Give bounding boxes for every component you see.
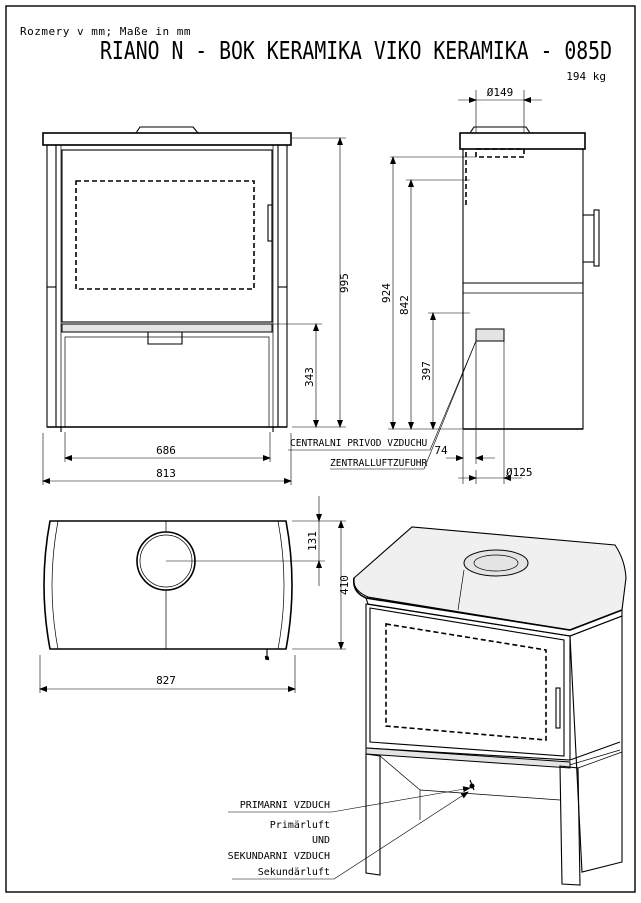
secondary-air-label-de: Sekundärluft — [258, 867, 330, 878]
dim-offset-74: 74 — [434, 444, 448, 457]
iso-door — [369, 607, 565, 757]
front-door — [61, 149, 273, 323]
primary-air-label-cz: PRIMARNI VZDUCH — [240, 800, 330, 811]
dim-height-924: 924 — [380, 283, 393, 303]
front-body — [46, 144, 288, 428]
iso-flue-top — [463, 549, 529, 577]
iso-ashtray — [365, 747, 571, 769]
top-view: 131 410 827 — [39, 496, 351, 693]
central-air-label-cz: CENTRALNI PRIVOD VZDUCHU — [290, 438, 428, 449]
top-outline — [43, 520, 293, 650]
front-top-plate — [42, 132, 292, 146]
front-air-lever — [147, 332, 183, 345]
front-ashtray — [61, 323, 273, 333]
iso-top-slab — [353, 526, 627, 631]
iso-handle — [555, 687, 561, 729]
primary-air-label-de: Primärluft — [270, 820, 330, 831]
units-note: Rozmery v mm; Maße in mm — [20, 25, 191, 38]
dim-width-827: 827 — [156, 674, 176, 687]
and-label: UND — [312, 835, 330, 846]
front-handle — [267, 204, 273, 242]
sheet-border — [5, 5, 636, 893]
secondary-air-label-cz: SEKUNDARNI VZDUCH — [228, 851, 330, 862]
dim-height-995: 995 — [338, 273, 351, 293]
side-body — [462, 148, 584, 430]
side-air-inlet — [475, 328, 505, 342]
isometric-view: PRIMARNI VZDUCH Primärluft UND SEKUNDARN… — [228, 526, 627, 886]
dim-depth-410: 410 — [338, 575, 351, 595]
drawing-title: RIANO N - BOK KERAMIKA VIKO KERAMIKA - 0… — [100, 36, 612, 65]
front-flue-collar — [135, 126, 199, 134]
side-view: Ø149 924 842 397 CENTRALNI PRIVOD VZDUCH… — [288, 86, 600, 484]
stove-weight: 194 kg — [566, 70, 606, 83]
iso-left-leg — [365, 753, 381, 876]
central-air-label-de: ZENTRALLUFTZUFUHR — [330, 458, 428, 469]
dim-width-686: 686 — [156, 444, 176, 457]
iso-right-leg — [559, 765, 581, 886]
front-view: 995 343 686 813 — [42, 126, 351, 485]
dim-width-813: 813 — [156, 467, 176, 480]
dim-height-842: 842 — [398, 295, 411, 315]
dim-flue-149: Ø149 — [487, 86, 514, 99]
side-handle — [593, 209, 600, 267]
dim-depth-131: 131 — [306, 531, 319, 551]
side-flue-outlet — [475, 148, 525, 158]
iso-door-glass — [385, 623, 547, 741]
iso-front-face — [365, 603, 571, 761]
dim-height-343: 343 — [303, 367, 316, 387]
dim-height-397: 397 — [420, 361, 433, 381]
side-top-plate — [459, 132, 586, 150]
dim-inlet-125: Ø125 — [506, 466, 533, 479]
front-door-glass — [75, 180, 255, 290]
